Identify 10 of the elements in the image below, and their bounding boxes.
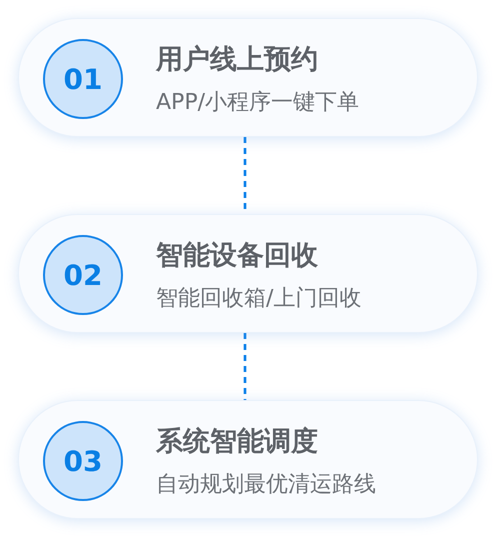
step-title: 系统智能调度 xyxy=(156,426,318,458)
number-circle: 01 xyxy=(43,39,123,119)
step-title: 用户线上预约 xyxy=(156,44,318,76)
step-description: 智能回收箱/上门回收 xyxy=(156,285,362,313)
dashed-connector xyxy=(244,333,246,400)
step-description: 自动规划最优清运路线 xyxy=(156,471,376,499)
step-title: 智能设备回收 xyxy=(156,240,318,272)
step-description: APP/小程序一键下单 xyxy=(156,89,359,117)
number-circle: 02 xyxy=(43,235,123,315)
number-circle: 03 xyxy=(43,421,123,501)
